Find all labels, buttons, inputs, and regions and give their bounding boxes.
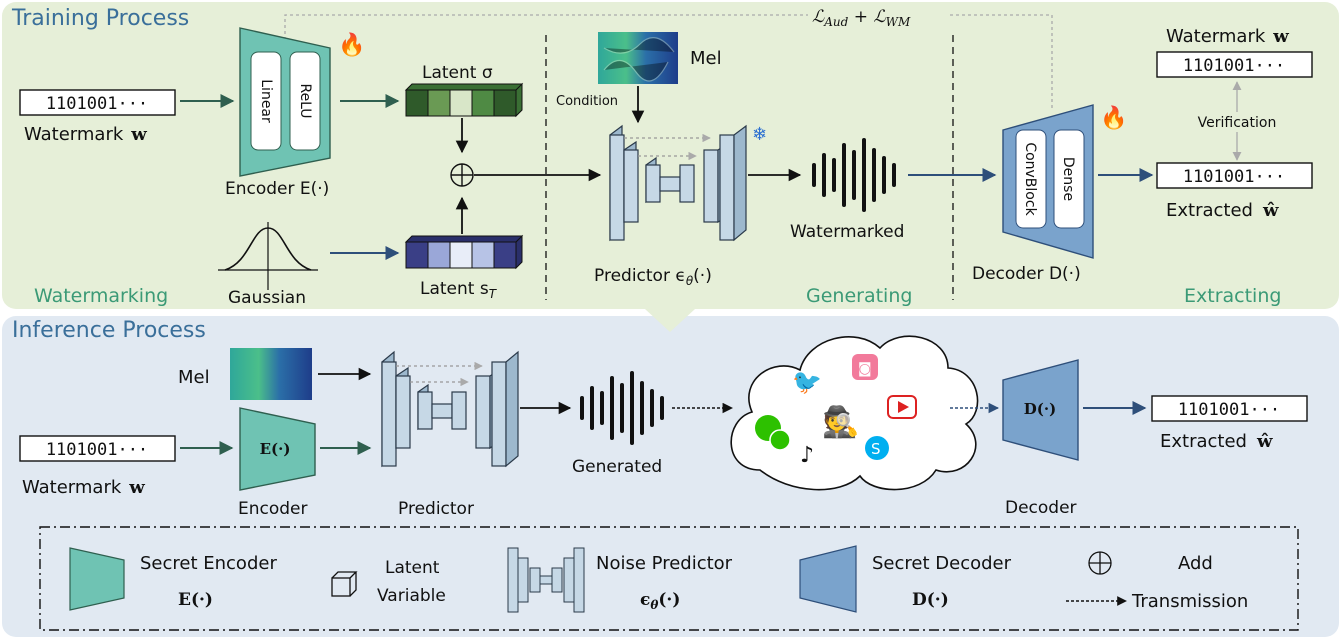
decoder-dense: Dense [1060, 157, 1076, 201]
legend-add-icon [1088, 551, 1112, 575]
legend-secret-decoder: Secret Decoder [872, 553, 1012, 574]
latent-s-label: Latent sT [420, 279, 498, 301]
watermarked-label: Watermarked [790, 222, 904, 242]
inf-mel-spectrogram [230, 348, 312, 400]
decoder-convblock: ConvBlock [1022, 142, 1038, 216]
inf-encoder-label: Encoder [238, 499, 308, 519]
inf-encoder-symbol: E(·) [260, 440, 291, 458]
fire-icon: 🔥 [338, 32, 365, 58]
legend-latent-1: Latent [385, 558, 440, 578]
out-bits-box [1156, 51, 1313, 78]
condition-label: Condition [556, 94, 618, 109]
mel-label: Mel [690, 48, 722, 69]
inf-predictor-label: Predictor [398, 499, 474, 519]
inf-decoder-shape [1002, 359, 1079, 461]
stage-watermarking: Watermarking [34, 285, 168, 307]
snowflake-icon: ❄ [752, 124, 767, 145]
generated-label: Generated [572, 457, 662, 477]
encoder-relu: ReLU [297, 83, 313, 118]
watermark-bits-box [19, 89, 176, 116]
loss-label: ℒAud + ℒWM [812, 7, 911, 29]
latent-sigma-label: Latent σ [422, 63, 493, 83]
legend-noise-predictor: Noise Predictor [596, 553, 733, 574]
stage-generating: Generating [806, 285, 912, 307]
inf-decoder-symbol: D(·) [1024, 400, 1056, 418]
cloud-shape [730, 335, 979, 491]
inference-title: Inference Process [12, 318, 206, 343]
twitter-icon: 🐦 [792, 368, 822, 396]
training-title: Training Process [11, 6, 189, 31]
encoder-linear: Linear [258, 79, 274, 123]
watermark-bits: 1101001··· [46, 94, 148, 114]
inf-encoder-shape [239, 407, 316, 491]
inf-mel-label: Mel [178, 367, 210, 388]
gaussian-label: Gaussian [228, 288, 306, 308]
extracted-bits-box [1156, 162, 1313, 189]
legend-decoder-sym: D(·) [912, 590, 949, 610]
legend-transmission: Transmission [1131, 591, 1248, 612]
waveform-watermarked [812, 138, 896, 212]
legend-unet-icon [507, 547, 585, 613]
gaussian-plot [218, 222, 318, 290]
latent-s-block [404, 234, 524, 270]
panel-pointer [645, 309, 695, 332]
mel-spectrogram [598, 32, 678, 84]
inf-predictor-unet [381, 350, 519, 468]
legend-box [39, 526, 1299, 631]
stage-extracting: Extracting [1184, 285, 1281, 307]
add-symbol [450, 163, 474, 187]
tiktok-icon: ♪ [800, 443, 814, 468]
predictor-unet [609, 124, 747, 242]
svg-text:S: S [871, 440, 881, 458]
waveform-generated [580, 371, 664, 445]
latent-sigma-block [404, 82, 524, 118]
legend-decoder-shape [799, 545, 857, 613]
legend-encoder-shape [69, 547, 125, 611]
legend-add: Add [1178, 553, 1213, 574]
encoder-label: Encoder E(·) [225, 179, 329, 199]
bilibili-icon [852, 354, 878, 380]
legend-encoder-sym: E(·) [178, 590, 213, 610]
legend-secret-encoder: Secret Encoder [140, 553, 277, 574]
extracted-bits: 1101001··· [1183, 167, 1285, 187]
svg-text:◙: ◙ [858, 361, 872, 377]
verification-label: Verification [1198, 115, 1277, 131]
inf-watermark-box [19, 435, 176, 462]
legend-latent-2: Variable [377, 586, 446, 606]
predictor-label: Predictor ϵθ(·) [594, 266, 712, 288]
spy-icon: 🕵 [822, 404, 859, 440]
loss-path [284, 14, 1053, 110]
legend-noise-sym: ϵθ(·) [640, 590, 680, 612]
legend-cube-icon [331, 571, 358, 597]
decoder-label: Decoder D(·) [972, 264, 1081, 284]
inf-watermark-bits: 1101001··· [46, 440, 148, 460]
inference-panel [2, 316, 1339, 637]
fire-icon-2: 🔥 [1100, 105, 1127, 131]
out-bits: 1101001··· [1183, 56, 1285, 76]
inf-decoder-label: Decoder [1005, 498, 1077, 518]
skype-icon [865, 436, 889, 460]
inf-extracted-bits: 1101001··· [1178, 400, 1280, 420]
inf-extracted-box [1151, 395, 1308, 422]
